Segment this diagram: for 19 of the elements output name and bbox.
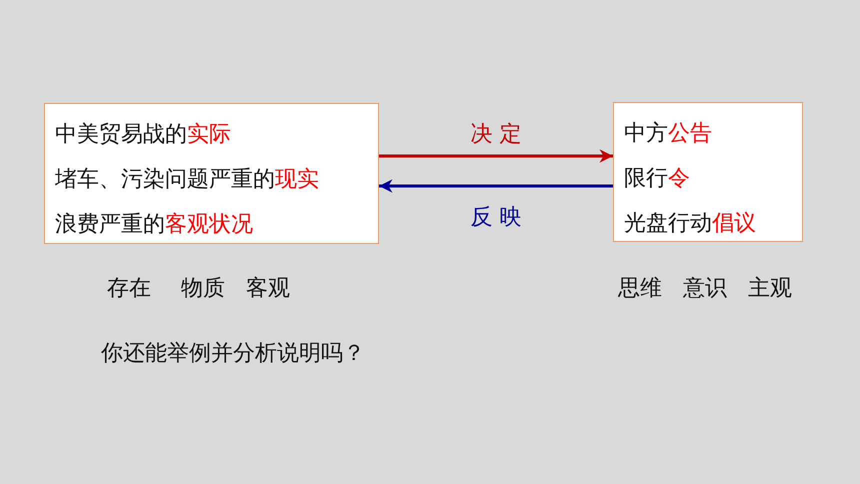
concept-label: 存在 (107, 275, 151, 303)
question-text: 你还能举例并分析说明吗？ (101, 340, 365, 368)
statement-text: 堵车、污染问题严重的现实 (55, 166, 319, 194)
arrow (379, 149, 613, 163)
statement-text: 限行令 (624, 165, 690, 193)
concept-label: 意识 (683, 275, 727, 303)
statement-text: 光盘行动倡议 (624, 210, 756, 238)
statement-text: 中美贸易战的实际 (55, 121, 231, 149)
concept-label: 思维 (618, 275, 662, 303)
concept-label: 客观 (246, 275, 290, 303)
statement-text: 浪费严重的客观状况 (55, 211, 253, 239)
text-box (613, 102, 803, 242)
edge-label: 反 映 (470, 204, 522, 232)
edge-label: 决 定 (470, 121, 522, 149)
arrow (379, 179, 613, 193)
concept-label: 物质 (181, 275, 225, 303)
statement-text: 中方公告 (624, 120, 712, 148)
text-box (44, 103, 379, 244)
concept-label: 主观 (748, 275, 792, 303)
